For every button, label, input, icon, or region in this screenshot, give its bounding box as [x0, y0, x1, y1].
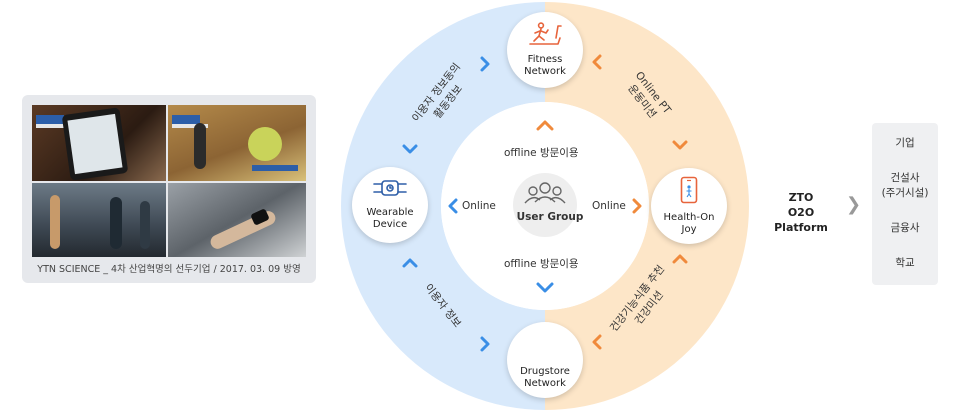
photo-caption: YTN SCIENCE _ 4차 산업혁명의 선두기업 / 2017. 03. …	[37, 264, 301, 275]
arrow-blue-topleft	[480, 56, 490, 72]
arrow-orange-right-lower	[672, 254, 688, 264]
blue-ring-arrows	[402, 56, 490, 352]
photo-collage	[32, 105, 306, 257]
target-item: 학교	[895, 257, 915, 269]
smartwatch-icon	[373, 180, 407, 196]
node-fitness-network: Fitness Network	[507, 12, 583, 88]
target-item: 금융사	[890, 222, 920, 234]
orange-ring-arrows	[592, 54, 688, 350]
orange-ring-half	[545, 2, 749, 410]
treadmill-icon	[529, 22, 562, 45]
photo-fitness-ball	[168, 105, 306, 181]
health-label-line1: Health-On	[663, 212, 715, 223]
arrow-down-icon	[536, 282, 554, 293]
drugstore-label-line2: Network	[524, 378, 566, 389]
photo-gym-training	[32, 183, 166, 257]
zto-line1: ZTO	[788, 191, 814, 204]
inner-bottom-text: offline 방문이용	[504, 258, 579, 270]
target-item: (주거시설)	[881, 187, 929, 199]
node-health-on-joy: Health-On Joy	[651, 168, 727, 244]
arrow-up-icon	[536, 120, 554, 131]
user-group-label: User Group	[516, 211, 584, 223]
arrow-left-icon	[448, 198, 458, 214]
inner-right-text: Online	[592, 200, 626, 212]
drugstore-label-line1: Drugstore	[520, 366, 570, 377]
arrow-orange-right-upper	[672, 140, 688, 150]
arrow-orange-topright	[592, 54, 602, 70]
target-list: 기업 건설사 (주거시설) 금융사 학교	[872, 123, 938, 285]
health-label-line2: Joy	[681, 224, 697, 235]
photo-wearable-band	[168, 183, 306, 257]
user-group-icon	[524, 182, 566, 204]
zto-platform-label: ZTO O2O Platform	[765, 190, 837, 235]
smartphone-icon	[680, 176, 698, 204]
fitness-label-line1: Fitness	[527, 54, 563, 65]
target-item: 건설사	[890, 172, 920, 184]
fitness-label-line2: Network	[524, 66, 566, 77]
blue-ring-half	[341, 2, 545, 410]
node-drugstore-network: Drugstore Network	[507, 322, 583, 398]
node-wearable-device: Wearable Device	[352, 167, 428, 243]
photo-phone-app	[32, 105, 166, 181]
ring-graphic	[341, 2, 749, 410]
arrow-right-icon	[632, 198, 642, 214]
arrow-orange-bottomright	[592, 334, 602, 350]
wearable-label-line1: Wearable	[366, 207, 414, 218]
inner-top-text: offline 방문이용	[504, 147, 579, 159]
zto-line2: O2O Platform	[774, 206, 828, 234]
target-item: 기업	[895, 137, 915, 149]
news-photo-panel: YTN SCIENCE _ 4차 산업혁명의 선두기업 / 2017. 03. …	[22, 95, 316, 283]
wearable-label-line2: Device	[372, 219, 408, 230]
arrow-blue-left-upper	[402, 144, 418, 154]
service-cycle-diagram: Fitness Network Health-On Joy Drugstore …	[340, 0, 760, 412]
arrow-blue-left-lower	[402, 258, 418, 268]
arrow-blue-bottomleft	[480, 336, 490, 352]
chevron-right-icon: ❯	[846, 194, 862, 215]
inner-left-text: Online	[462, 200, 496, 212]
